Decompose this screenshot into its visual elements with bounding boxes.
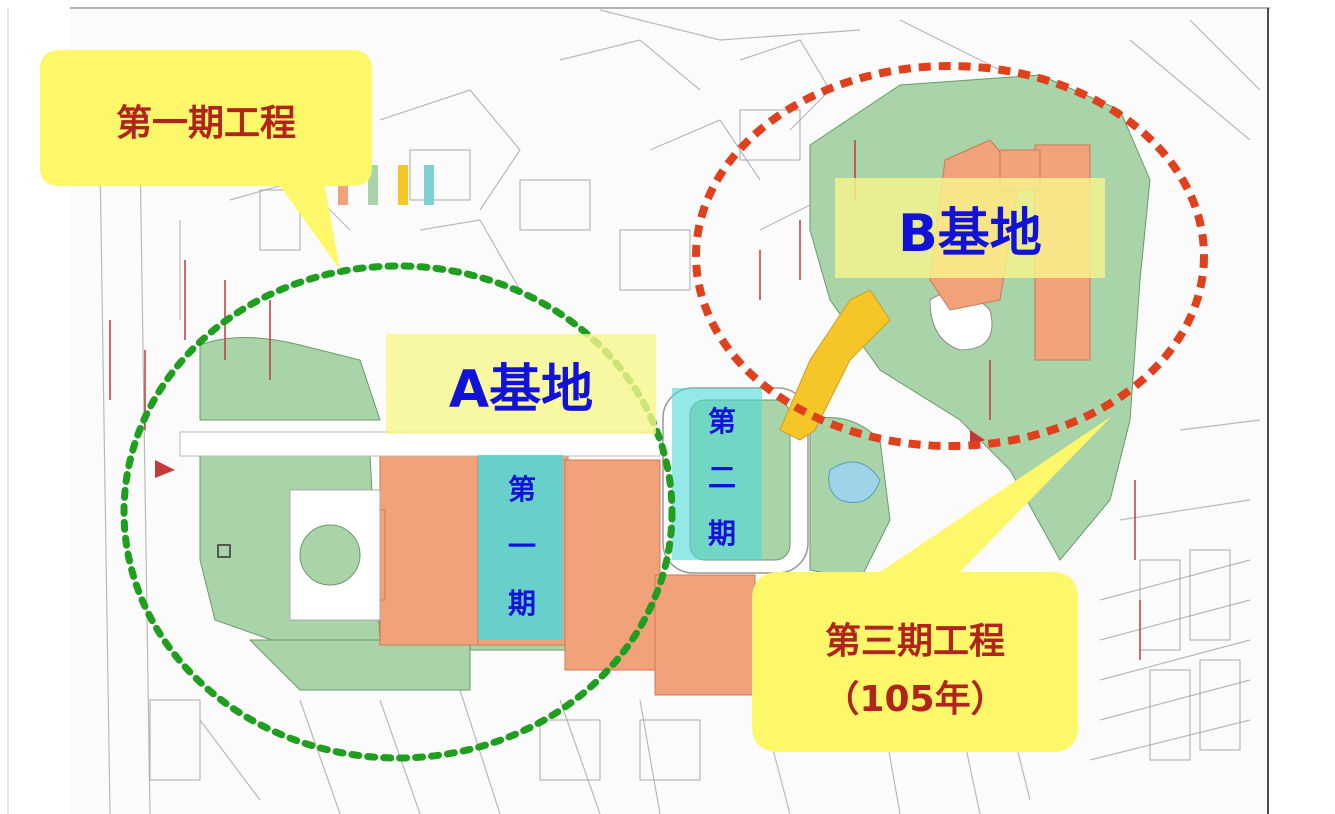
- main-driveway: [179, 431, 661, 457]
- callout-phase3-bubble: [752, 416, 1112, 752]
- phase1-char-3: 期: [507, 586, 536, 620]
- phase1-block: [478, 455, 563, 640]
- site-b-boundary-circle: [692, 62, 1208, 450]
- phase1-vertical-label: 第 一 期: [480, 460, 564, 630]
- callout-phase3-line1: 第三期工程: [824, 621, 1005, 662]
- map-square-marker: [217, 544, 231, 558]
- entrance-roundel: [299, 524, 361, 586]
- callout-phase1-text: 第一期工程: [115, 103, 296, 144]
- phase2-block: [672, 388, 762, 560]
- phase1-char-2: 一: [507, 529, 536, 563]
- phase1-char-1: 第: [507, 473, 536, 507]
- pond: [828, 461, 881, 503]
- callout-phase1-bubble: [40, 50, 372, 270]
- site-b-label: B基地: [835, 178, 1105, 278]
- plan-annotation-leaders: [109, 140, 1141, 660]
- callout-phase3-line2: （105年）: [823, 679, 1007, 720]
- phase2-char-3: 期: [707, 517, 736, 550]
- site-a-boundary-circle: [120, 262, 676, 762]
- phase2-char-2: 二: [707, 461, 736, 494]
- phase2-char-1: 第: [707, 405, 736, 438]
- surrounding-buildings: [149, 109, 1241, 781]
- street-linework: [99, 9, 1261, 814]
- connecting-plaza: [779, 289, 891, 441]
- phase2-vertical-label: 第 二 期: [682, 392, 762, 560]
- site-a-label: A基地: [386, 334, 656, 434]
